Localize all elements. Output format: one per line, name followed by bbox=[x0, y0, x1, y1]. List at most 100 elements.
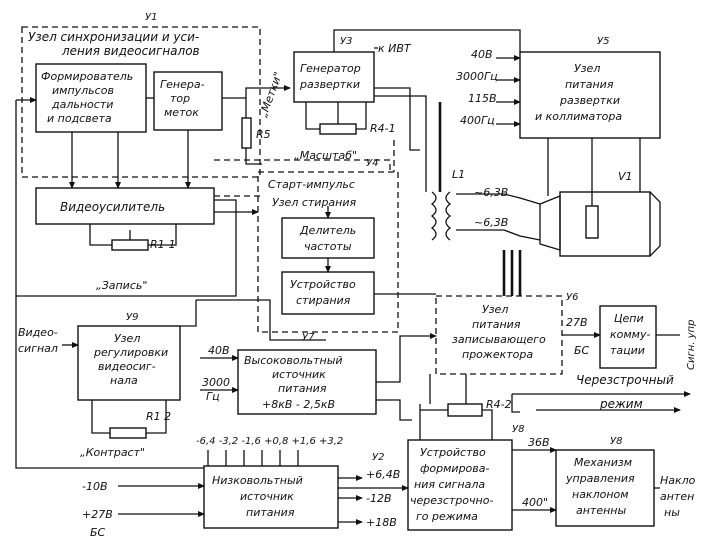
mark-generator-line1: Генера- bbox=[160, 78, 205, 91]
video-adjust-block: У9 Узел регулировки видеосиг- нала R1 2 … bbox=[77, 312, 181, 459]
mark-generator-line2: тор bbox=[170, 92, 190, 105]
interlace-mode-line1: Черезстрочный bbox=[576, 373, 674, 387]
pulse-former-line3: дальности bbox=[51, 98, 113, 111]
pulse-former-line1: Формирователь bbox=[41, 70, 133, 83]
record-label: „Запись" bbox=[96, 279, 147, 292]
sweep-generator-line1: Генератор bbox=[300, 62, 361, 75]
unit-y1-title-line2: ления видеосигналов bbox=[61, 44, 200, 58]
resistor-r1-2 bbox=[109, 427, 147, 439]
interlace-former-line5: го режима bbox=[416, 510, 478, 523]
unit-y1-id: У1 bbox=[145, 12, 157, 23]
lv-out-64v: +6,4В bbox=[366, 468, 400, 481]
resistor-r1-1 bbox=[111, 239, 149, 251]
hv-line3: питания bbox=[278, 382, 327, 395]
sweep-generator-block: У3 к ИВТ Генератор развертки R4-1 „Масшт… bbox=[293, 36, 412, 169]
resistor-r4-2 bbox=[447, 403, 483, 417]
video-amplifier-label: Видеоусилитель bbox=[60, 200, 165, 214]
switching-circuits-block: Цепи комму- тации bbox=[599, 305, 657, 369]
unit-y1-title-line1: Узел синхронизации и уси- bbox=[28, 30, 199, 44]
lv-line3: питания bbox=[246, 506, 295, 519]
interlace-mode-line2: режим bbox=[599, 397, 643, 411]
interlace-former-line4: черезстрочно- bbox=[410, 494, 493, 507]
video-adjust-line4: нала bbox=[110, 374, 138, 387]
switching-line2: комму- bbox=[610, 328, 650, 341]
hv-input-hz: Гц bbox=[206, 390, 220, 403]
input-bs: БС bbox=[90, 526, 106, 539]
input-minus-10v: -10В bbox=[82, 480, 108, 493]
unit-y9-id: У9 bbox=[126, 312, 138, 323]
sweep-psu-block: У5 40В 3000Гц 115В 400Гц Узел питания ра… bbox=[456, 36, 661, 139]
scale-label: „Масштаб" bbox=[294, 149, 357, 162]
input-40v: 40В bbox=[471, 48, 493, 61]
lv-line2: источник bbox=[240, 490, 294, 503]
sweep-psu-line3: развертки bbox=[559, 94, 620, 107]
erase-unit: Старт-импульс Узел стирания Делитель час… bbox=[257, 171, 399, 333]
tilt-line2: управления bbox=[565, 472, 635, 485]
sweep-psu-line1: Узел bbox=[574, 62, 600, 75]
voltage-400: 400" bbox=[522, 496, 548, 509]
l1-label: L1 bbox=[452, 168, 465, 181]
lv-supply-block: Низковольтный источник питания bbox=[203, 465, 339, 529]
pulse-former-line2: импульсов bbox=[52, 84, 114, 97]
resistor-r4-1 bbox=[319, 123, 357, 135]
unit-y5-id: У5 bbox=[597, 36, 609, 47]
hv-input-3000: 3000 bbox=[202, 376, 230, 389]
hv-input-40v: 40В bbox=[208, 344, 230, 357]
voltage-36v: 36В bbox=[528, 436, 550, 449]
r4-2-label: R4-2 bbox=[486, 398, 512, 411]
dc-bs-label: БС bbox=[574, 344, 590, 357]
unit-y8-id: У8 bbox=[610, 436, 622, 447]
frequency-divider-block: Делитель частоты bbox=[281, 217, 375, 259]
pulse-former-line4: и подсвета bbox=[47, 112, 112, 125]
sweep-generator-line2: развертки bbox=[299, 78, 360, 91]
input-115v: 115В bbox=[468, 92, 497, 105]
hv-supply-block: У7 40В 3000 Гц Высоковольтный источник п… bbox=[202, 332, 377, 415]
lv-output-voltages: -6,4 -3,2 -1,6 +0,8 +1,6 +3,2 bbox=[196, 436, 343, 447]
unit-y4-id: У4 bbox=[366, 158, 378, 169]
unit-y3-id: У3 bbox=[340, 36, 352, 47]
tilt-line3: наклоном bbox=[572, 488, 629, 501]
tilt-mechanism-block: У8 Механизм управления наклоном антенны bbox=[555, 436, 655, 527]
mark-generator-line3: меток bbox=[164, 106, 199, 119]
tilt-output-line1: Накло bbox=[660, 474, 696, 487]
video-input-line1: Видео- bbox=[18, 326, 58, 339]
switching-line1: Цепи bbox=[614, 312, 644, 325]
tilt-output-line3: ны bbox=[664, 506, 680, 519]
frequency-divider-line1: Делитель bbox=[299, 224, 356, 237]
tilt-line1: Механизм bbox=[574, 456, 632, 469]
hv-line2: источник bbox=[272, 368, 326, 381]
hv-line4: +8кВ - 2,5кВ bbox=[262, 398, 335, 411]
interlace-former-line1: Устройство bbox=[420, 446, 486, 459]
projector-psu-line4: прожектора bbox=[462, 348, 533, 361]
r1-2-label: R1 2 bbox=[146, 410, 171, 423]
switching-line3: тации bbox=[610, 344, 645, 357]
erase-unit-title: Узел стирания bbox=[272, 196, 357, 209]
lv-out-18v: +18В bbox=[366, 516, 397, 529]
contrast-label: „Контраст" bbox=[80, 446, 145, 459]
crt-v1: V1 bbox=[539, 170, 661, 257]
input-400hz: 400Гц bbox=[460, 114, 495, 127]
input-3000hz: 3000Гц bbox=[456, 70, 498, 83]
interlace-former-line3: ния сигнала bbox=[414, 478, 485, 491]
lv-out-12v: -12В bbox=[366, 492, 392, 505]
unit-y1-frame bbox=[21, 26, 261, 178]
video-input-line2: сигнал bbox=[18, 342, 58, 355]
unit-y8-id-small: У8 bbox=[512, 424, 524, 435]
sweep-psu-line4: и коллиматора bbox=[535, 110, 622, 123]
start-pulse-label: Старт-импульс bbox=[268, 178, 355, 191]
filament-63v-2: ~6,3В bbox=[474, 216, 508, 229]
unit-y6-id: У6 bbox=[566, 292, 578, 303]
erase-device-line2: стирания bbox=[296, 294, 351, 307]
input-plus-27v: +27В bbox=[82, 508, 113, 521]
video-adjust-line1: Узел bbox=[114, 332, 140, 345]
sweep-psu-line2: питания bbox=[565, 78, 614, 91]
tilt-line4: антенны bbox=[576, 504, 626, 517]
control-signal-label: Сигн. упр bbox=[686, 320, 697, 370]
mark-generator-block: Генера- тор меток bbox=[153, 71, 223, 131]
hv-line1: Высоковольтный bbox=[244, 354, 343, 367]
unit-y2-id: У2 bbox=[372, 452, 384, 463]
video-amplifier-block: Видеоусилитель R1-1 „Запись" bbox=[35, 187, 215, 292]
projector-psu-line3: записывающего bbox=[452, 333, 546, 346]
v1-label: V1 bbox=[618, 170, 633, 183]
